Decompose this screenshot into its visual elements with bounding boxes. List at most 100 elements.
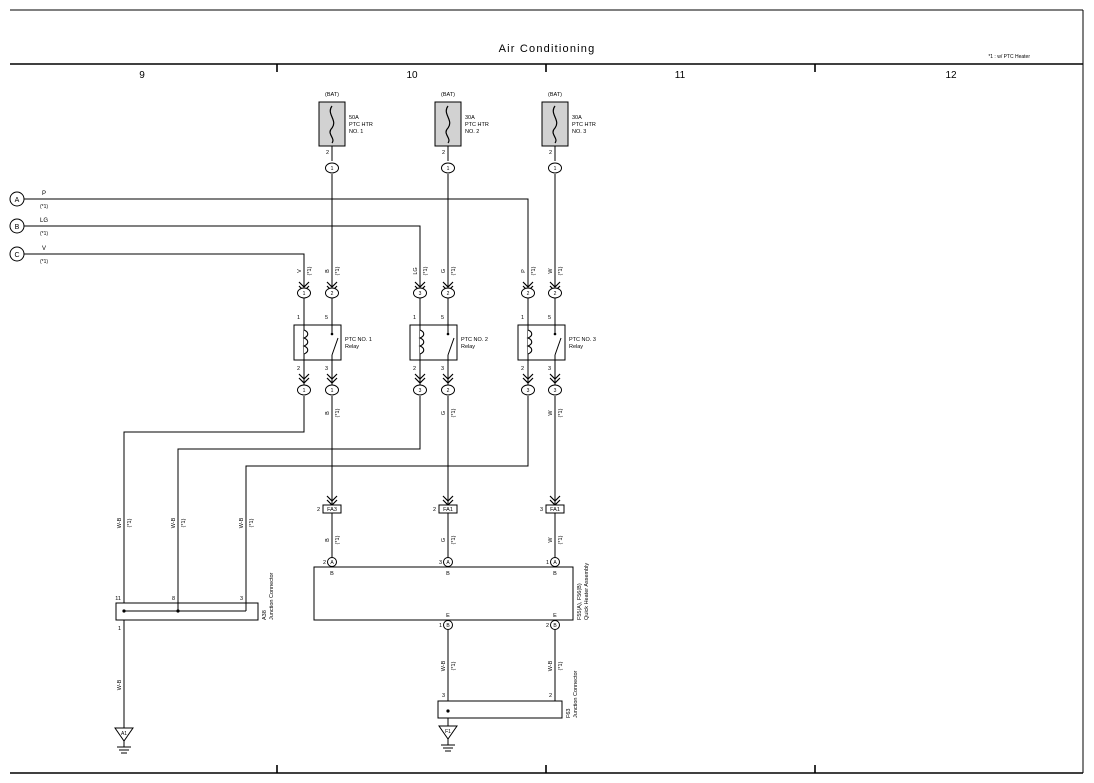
fuse-rating: 30A bbox=[465, 115, 475, 121]
heater-name: Quick Heater Assembly bbox=[584, 563, 590, 620]
input-note: (*1) bbox=[40, 204, 48, 210]
relay-ptc-1: 1 5 2 3 PTC NO. 1 Relay bbox=[293, 315, 372, 372]
fuse-ptc-htr-3: (BAT) 30A PTC HTR NO. 3 2 1 bbox=[541, 92, 596, 174]
relay-sub: Relay bbox=[345, 344, 359, 350]
input-connector-b: B LG (*1) bbox=[9, 218, 48, 237]
input-connector-a: A P (*1) bbox=[9, 191, 48, 210]
fuse-rating: 30A bbox=[572, 115, 582, 121]
ground-f1: F1 bbox=[438, 725, 458, 752]
wire-label: G bbox=[441, 538, 447, 542]
wire-note: (*1) bbox=[335, 535, 341, 544]
wire-label: W-B bbox=[117, 679, 123, 690]
wire-label: W bbox=[548, 268, 554, 274]
wire-label: B bbox=[325, 538, 331, 542]
relay-pin: 2 bbox=[413, 366, 416, 372]
ground-id: F1 bbox=[445, 729, 451, 735]
heater-conn: B bbox=[446, 623, 450, 629]
fuse-source: (BAT) bbox=[441, 92, 455, 98]
relay-ptc-3: 1 5 2 3 PTC NO. 3 Relay bbox=[517, 315, 596, 372]
jc-pin: 1 bbox=[118, 626, 121, 632]
input-note: (*1) bbox=[40, 231, 48, 237]
fuse-number: NO. 3 bbox=[572, 129, 586, 135]
wire-label: G bbox=[441, 269, 447, 273]
relay-pin: 5 bbox=[548, 315, 551, 321]
wire-note: (*1) bbox=[335, 408, 341, 417]
relay-pin: 5 bbox=[441, 315, 444, 321]
relay-pin: 5 bbox=[325, 315, 328, 321]
input-connector-c: C V (*1) bbox=[9, 246, 48, 265]
fa-pin: 2 bbox=[433, 507, 436, 513]
wire-note: (*1) bbox=[451, 535, 457, 544]
conn-num: 2 bbox=[554, 291, 557, 297]
input-id: B bbox=[15, 224, 20, 231]
wire-note: (*1) bbox=[531, 266, 537, 275]
ground-id: A1 bbox=[121, 731, 127, 737]
column-11: 11 bbox=[675, 70, 686, 81]
relay-name: PTC NO. 1 bbox=[345, 337, 372, 343]
quick-heater-assembly: A A A 2 3 1 B B B E E B B 1 2 F55(A), F5… bbox=[313, 557, 590, 630]
fuse-pin: 2 bbox=[442, 150, 445, 156]
wire-label: W-B bbox=[171, 517, 177, 528]
wire-label: G bbox=[441, 411, 447, 415]
wire-note: (*1) bbox=[249, 518, 255, 527]
heater-pin: 1 bbox=[439, 623, 442, 629]
relay-pin: 3 bbox=[325, 366, 328, 372]
fuse-name: PTC HTR bbox=[349, 122, 373, 128]
relay-name: PTC NO. 3 bbox=[569, 337, 596, 343]
conn-num: 3 bbox=[419, 291, 422, 297]
column-12: 12 bbox=[945, 70, 957, 81]
jc-id: A38 bbox=[262, 610, 268, 620]
wire-note: (*1) bbox=[423, 266, 429, 275]
conn-num: 1 bbox=[303, 388, 306, 394]
conn-num: 1 bbox=[303, 291, 306, 297]
jc-pin: 3 bbox=[442, 693, 445, 699]
relay-output-connectors bbox=[298, 373, 561, 384]
jc-pin: 3 bbox=[240, 596, 243, 602]
wire-label: W bbox=[548, 410, 554, 416]
wire-label: B bbox=[325, 411, 331, 415]
heater-conn: A bbox=[446, 560, 450, 566]
fa-name: FA3 bbox=[327, 507, 337, 513]
relay-sub: Relay bbox=[569, 344, 583, 350]
wire-note: (*1) bbox=[181, 518, 187, 527]
input-note: (*1) bbox=[40, 259, 48, 265]
heater-conn: A bbox=[553, 560, 557, 566]
input-id: C bbox=[14, 252, 19, 259]
fuse-name: PTC HTR bbox=[572, 122, 596, 128]
wire-label: B bbox=[325, 269, 331, 273]
relay-output-ovals: 1 1 3 2 3 3 bbox=[297, 384, 562, 396]
conn-num: 3 bbox=[527, 388, 530, 394]
fuse-name: PTC HTR bbox=[465, 122, 489, 128]
conn-num: 2 bbox=[447, 388, 450, 394]
wire-label: W-B bbox=[117, 517, 123, 528]
fa-pin: 2 bbox=[317, 507, 320, 513]
heater-terminal: B bbox=[330, 571, 334, 577]
heater-terminal: E bbox=[553, 613, 557, 619]
relay-pin: 2 bbox=[521, 366, 524, 372]
jc-name: Junction Connector bbox=[573, 670, 579, 718]
relay-input-ovals: 1 2 3 2 2 2 bbox=[297, 287, 562, 299]
junction-connector-a38: 11 8 3 1 A38 Junction Connector W-B bbox=[115, 572, 275, 690]
relay-input-labels: V (*1) B (*1) LG (*1) G (*1) P (*1) W (*… bbox=[297, 266, 564, 275]
fuse-conn: 1 bbox=[554, 166, 557, 172]
ground-a1: A1 bbox=[114, 727, 134, 754]
wire-note: (*1) bbox=[558, 266, 564, 275]
relay-pin: 1 bbox=[521, 315, 524, 321]
jc-pin: 11 bbox=[115, 596, 121, 602]
wires bbox=[24, 174, 556, 728]
heater-terminal: B bbox=[446, 571, 450, 577]
wire-label: P bbox=[521, 269, 527, 273]
wire-note: (*1) bbox=[307, 266, 313, 275]
conn-num: 3 bbox=[419, 388, 422, 394]
relay-pin: 1 bbox=[297, 315, 300, 321]
heater-pin: 2 bbox=[323, 560, 326, 566]
input-color: V bbox=[42, 246, 46, 252]
relay-output-labels: B (*1) G (*1) W (*1) bbox=[325, 408, 564, 417]
relay-pin: 3 bbox=[441, 366, 444, 372]
heater-pin: 3 bbox=[439, 560, 442, 566]
input-color: P bbox=[42, 191, 46, 197]
lower-wire-labels: W-B (*1) W-B (*1) bbox=[441, 660, 564, 671]
conn-num: 2 bbox=[331, 291, 334, 297]
fa-connectors: FA3 2 FA1 2 FA1 3 bbox=[317, 495, 565, 514]
